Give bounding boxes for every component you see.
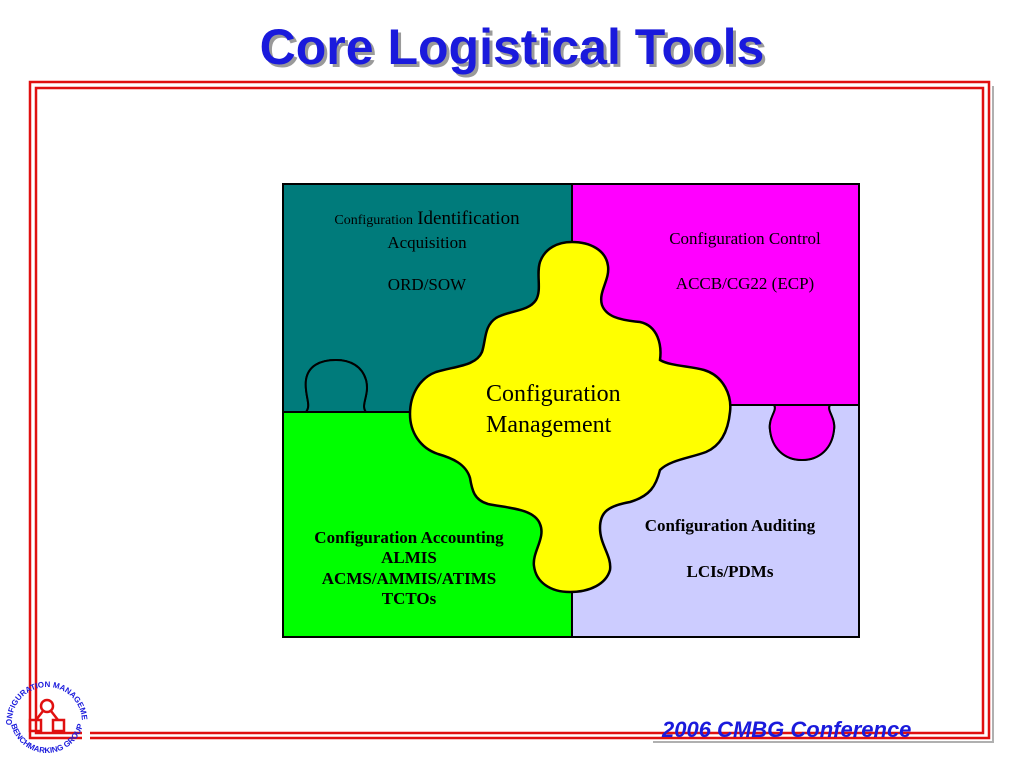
accounting-almis: ALMIS [381,548,437,568]
accounting-text: Configuration Accounting ALMIS ACMS/AMMI… [283,528,535,610]
slide-title: Core Logistical Tools [259,19,765,75]
accounting-systems: ACMS/AMMIS/ATIMS [321,568,497,588]
identification-ord-sow: ORD/SOW [387,275,467,295]
identification-label-large: Identification [417,208,520,229]
accounting-label: Configuration Accounting [314,528,504,547]
accounting-tctos: TCTOs [381,589,437,609]
people-network-icon [28,698,66,733]
footer-conference: 2006 CMBG Conference [662,717,912,742]
auditing-label: Configuration Auditing [644,516,816,535]
control-text: Configuration Control ACCB/CG22 (ECP) [630,229,860,295]
center-line2: Management [486,411,612,438]
frame-inner-line [34,86,985,735]
auditing-text: Configuration Auditing LCIs/PDMs [604,516,856,583]
piece-center [408,240,732,594]
frame-outer-line [28,80,991,740]
identification-acquisition: Acquisition [387,232,467,252]
center-text: Configuration Management [470,380,680,440]
auditing-lcis: LCIs/PDMs [686,562,774,582]
identification-label-small: Configuration [334,213,413,228]
logo-bottom-text: BENCHMARKING GROUP [9,722,85,755]
center-line1: Configuration [486,381,621,407]
cmbg-logo: CONFIGURATION MANAGEMENT BENCHMARKING GR… [4,676,89,755]
control-label: Configuration Control [669,229,821,248]
identification-text: Configuration Identification Acquisition… [286,208,568,296]
control-accb: ACCB/CG22 (ECP) [675,274,815,294]
